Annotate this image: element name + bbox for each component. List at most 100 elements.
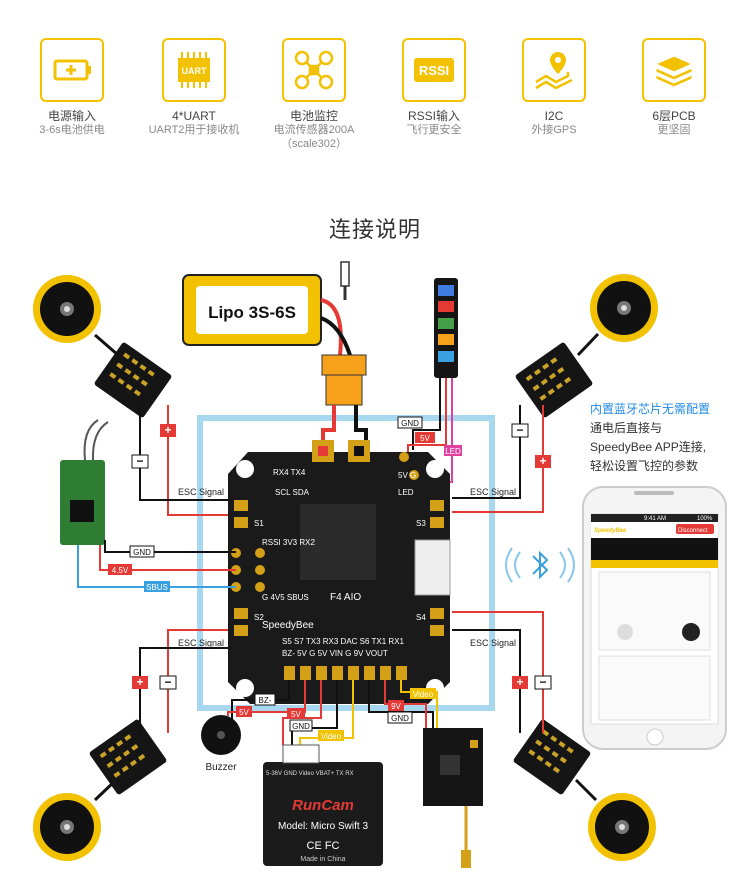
pcb-layers-icon bbox=[642, 38, 706, 102]
drone-icon bbox=[282, 38, 346, 102]
led-tag: LED bbox=[445, 447, 461, 456]
sbus-tag: SBUS bbox=[146, 583, 168, 592]
fc-s4: S4 bbox=[416, 613, 426, 622]
bluetooth-line2: 通电后直接与 bbox=[590, 421, 663, 435]
rssi-icon: RSSI bbox=[402, 38, 466, 102]
fc-s1: S1 bbox=[254, 519, 264, 528]
svg-text:UART: UART bbox=[182, 66, 207, 76]
feature-gps: I2C 外接GPS bbox=[499, 38, 609, 137]
esc-signal-label: ESC Signal bbox=[470, 638, 516, 648]
fc-text-model: F4 AIO bbox=[330, 592, 361, 603]
camera-brand: RunCam bbox=[292, 797, 354, 814]
minus-tag: − bbox=[539, 675, 546, 689]
smartphone: 9:41 AM 100% SpeedyBee Disconnect bbox=[582, 486, 727, 750]
svg-text:RSSI: RSSI bbox=[419, 63, 449, 78]
phone-disconnect: Disconnect bbox=[678, 528, 708, 534]
9v-tag: 9V bbox=[391, 702, 401, 711]
uart-chip-icon: UART bbox=[162, 38, 226, 102]
minus-tag: − bbox=[516, 423, 523, 437]
gps-map-icon bbox=[522, 38, 586, 102]
feature-title: 电池监控 bbox=[289, 109, 338, 123]
esc-signal-label: ESC Signal bbox=[470, 487, 516, 497]
fc-text-left2: G 4V5 SBUS bbox=[262, 593, 309, 602]
feature-pcb: 6层PCB 更坚固 bbox=[619, 38, 729, 137]
plus-minus-tags: + − + − + − + − bbox=[131, 423, 552, 690]
bluetooth-description: 内置蓝牙芯片无需配置 通电后直接与 SpeedyBee APP连接, 轻松设置飞… bbox=[590, 400, 720, 476]
feature-title: 电源输入 bbox=[47, 109, 96, 123]
camera-marks: CE FC bbox=[307, 840, 340, 852]
5v-tag: 5V bbox=[291, 710, 301, 719]
feature-desc: 飞行更安全 bbox=[406, 124, 462, 136]
feature-rssi: RSSI RSSI输入 飞行更安全 bbox=[379, 38, 489, 137]
gnd-tag: GND bbox=[401, 419, 419, 428]
esc-signal-label: ESC Signal bbox=[178, 638, 224, 648]
motor-bottom-left bbox=[33, 793, 101, 861]
camera-model: Model: Micro Swift 3 bbox=[278, 821, 368, 832]
motor-bottom-right bbox=[588, 793, 656, 861]
feature-title: 6层PCB bbox=[652, 109, 696, 123]
plus-tag: + bbox=[539, 454, 546, 468]
xt60-connector bbox=[321, 354, 367, 406]
bluetooth-line1: 内置蓝牙芯片无需配置 bbox=[590, 402, 711, 416]
usb-port bbox=[414, 539, 451, 596]
frame-outline bbox=[197, 415, 495, 711]
camera-made: Made in China bbox=[300, 856, 345, 863]
5v-tag: 5V bbox=[239, 708, 249, 717]
feature-power-input: 电源输入 3-6s电池供电 bbox=[17, 38, 127, 137]
battery-label: Lipo 3S-6S bbox=[208, 303, 296, 322]
battery-icon bbox=[40, 38, 104, 102]
phone-time: 9:41 AM bbox=[644, 516, 666, 522]
video-tag: Video bbox=[321, 732, 342, 741]
fc-text-bottom: S5 S7 TX3 RX3 DAC S6 TX1 RX1 bbox=[282, 637, 405, 646]
esc-bottom-left bbox=[88, 718, 168, 796]
fc-s3: S3 bbox=[416, 519, 426, 528]
fc-text-5v-g: 5V G bbox=[398, 471, 416, 480]
5v-tag: 5V bbox=[420, 434, 430, 443]
plus-tag: + bbox=[516, 675, 523, 689]
plus-tag: + bbox=[164, 423, 171, 437]
video-transmitter bbox=[423, 728, 483, 868]
buzzer-label: Buzzer bbox=[205, 762, 237, 773]
fc-s2: S2 bbox=[254, 613, 264, 622]
bz-tag: BZ- bbox=[259, 696, 272, 705]
phone-battery: 100% bbox=[697, 516, 713, 522]
plus-tag: + bbox=[136, 675, 143, 689]
phone-app-name: SpeedyBee bbox=[594, 528, 627, 534]
camera-pins: 5-36V GND Video VBAT+ TX RX bbox=[266, 771, 354, 777]
motor-top-left bbox=[33, 275, 101, 343]
led-strip bbox=[434, 278, 458, 378]
runcam-camera: RunCam Model: Micro Swift 3 CE FC Made i… bbox=[263, 744, 383, 866]
bluetooth-line4: 轻松设置飞控的参数 bbox=[590, 459, 699, 473]
bluetooth-icon bbox=[505, 547, 575, 583]
feature-desc: UART2用于接收机 bbox=[148, 124, 240, 136]
feature-title: 4*UART bbox=[172, 109, 216, 123]
feature-title: I2C bbox=[544, 109, 564, 123]
buzzer: Buzzer bbox=[201, 715, 241, 773]
gnd-tag: GND bbox=[292, 722, 310, 731]
fc-text-scl-sda: SCL SDA bbox=[275, 488, 310, 497]
video-tag: Video bbox=[413, 690, 434, 699]
bluetooth-line3: SpeedyBee APP连接, bbox=[590, 440, 707, 454]
4v5-tag: 4.5V bbox=[112, 566, 129, 575]
fc-text-rx4tx4: RX4 TX4 bbox=[273, 468, 306, 477]
receiver bbox=[60, 419, 109, 545]
feature-desc: 更坚固 bbox=[657, 124, 691, 136]
minus-tag: − bbox=[164, 675, 171, 689]
minus-tag: − bbox=[136, 454, 143, 468]
feature-desc: 外接GPS bbox=[531, 124, 577, 136]
fc-text-left: RSSI 3V3 RX2 bbox=[262, 538, 315, 547]
esc-signal-label: ESC Signal bbox=[178, 487, 224, 497]
fc-text-led: LED bbox=[398, 488, 414, 497]
gnd-tag: GND bbox=[391, 714, 409, 723]
feature-desc: 3-6s电池供电 bbox=[39, 124, 105, 136]
gnd-tag: GND bbox=[133, 548, 151, 557]
motor-top-right bbox=[590, 274, 658, 342]
flight-controller: RX4 TX4 SCL SDA LED 5V G RSSI 3V3 RX2 G … bbox=[228, 440, 451, 704]
feature-battery-monitor: 电池监控 电流传感器200A （scale302） bbox=[259, 38, 369, 151]
fc-text-brand: SpeedyBee bbox=[262, 620, 314, 631]
feature-title: RSSI输入 bbox=[407, 109, 460, 123]
battery-pack: Lipo 3S-6S bbox=[182, 274, 322, 346]
feature-desc-extra: （scale302） bbox=[280, 138, 348, 150]
balance-connector bbox=[340, 261, 350, 287]
